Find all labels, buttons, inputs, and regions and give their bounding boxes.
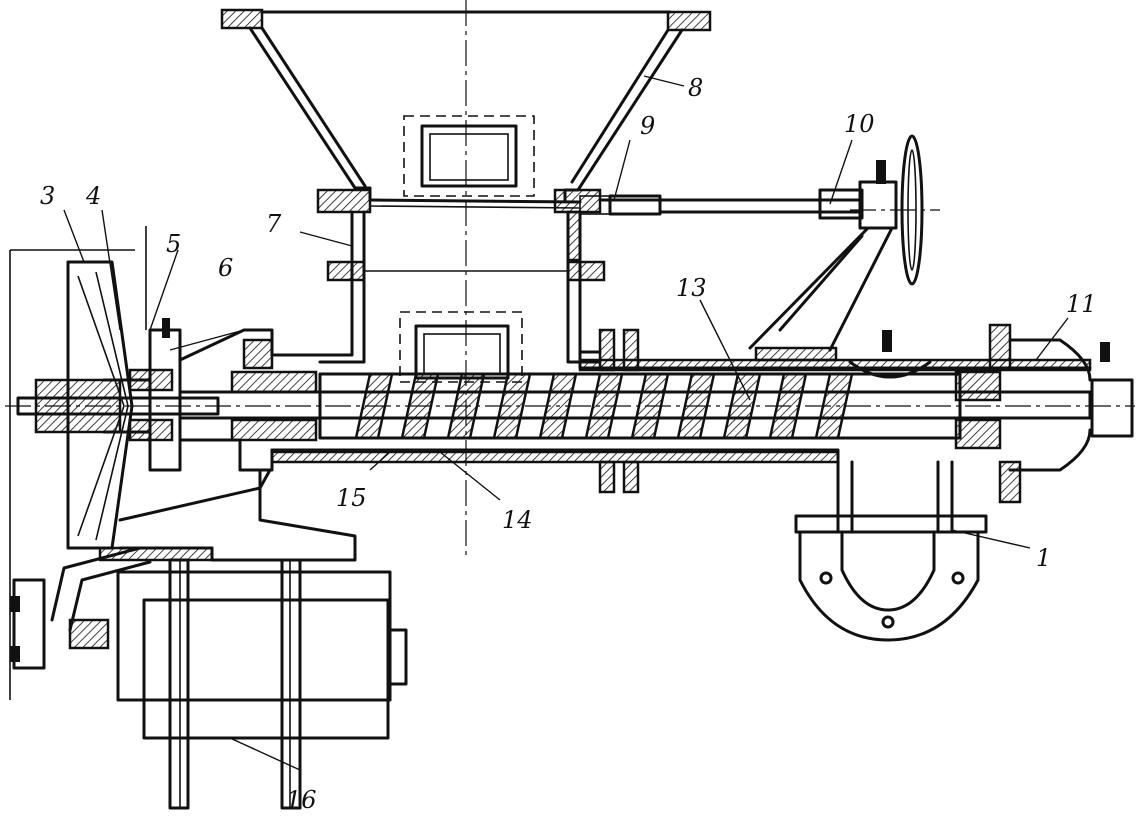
motor-mount bbox=[50, 468, 357, 632]
label-3: 3 bbox=[40, 182, 55, 210]
label-16: 16 bbox=[286, 786, 317, 814]
label-15: 15 bbox=[336, 484, 367, 512]
feed-screw bbox=[178, 370, 1092, 442]
label-13: 13 bbox=[676, 274, 707, 302]
motor bbox=[10, 558, 408, 810]
upper-window bbox=[403, 115, 535, 197]
leader-lines bbox=[63, 75, 1069, 771]
label-8: 8 bbox=[688, 74, 703, 102]
label-6: 6 bbox=[218, 254, 233, 282]
discharge-flange bbox=[794, 514, 988, 642]
label-10: 10 bbox=[844, 110, 875, 138]
label-7: 7 bbox=[266, 210, 282, 238]
label-4: 4 bbox=[85, 182, 101, 210]
label-14: 14 bbox=[502, 506, 533, 534]
support-bracket bbox=[748, 226, 894, 362]
label-5: 5 bbox=[166, 230, 181, 258]
part-labels: 3 4 5 6 7 8 9 10 11 13 14 15 1 16 bbox=[40, 74, 1097, 814]
lower-window bbox=[399, 311, 523, 383]
label-11: 11 bbox=[1066, 290, 1097, 318]
chute-body bbox=[270, 210, 606, 364]
label-1: 1 bbox=[1036, 544, 1051, 572]
actuator bbox=[579, 134, 940, 286]
label-9: 9 bbox=[640, 112, 655, 140]
hopper bbox=[220, 8, 712, 214]
drive-pulley bbox=[9, 226, 220, 700]
